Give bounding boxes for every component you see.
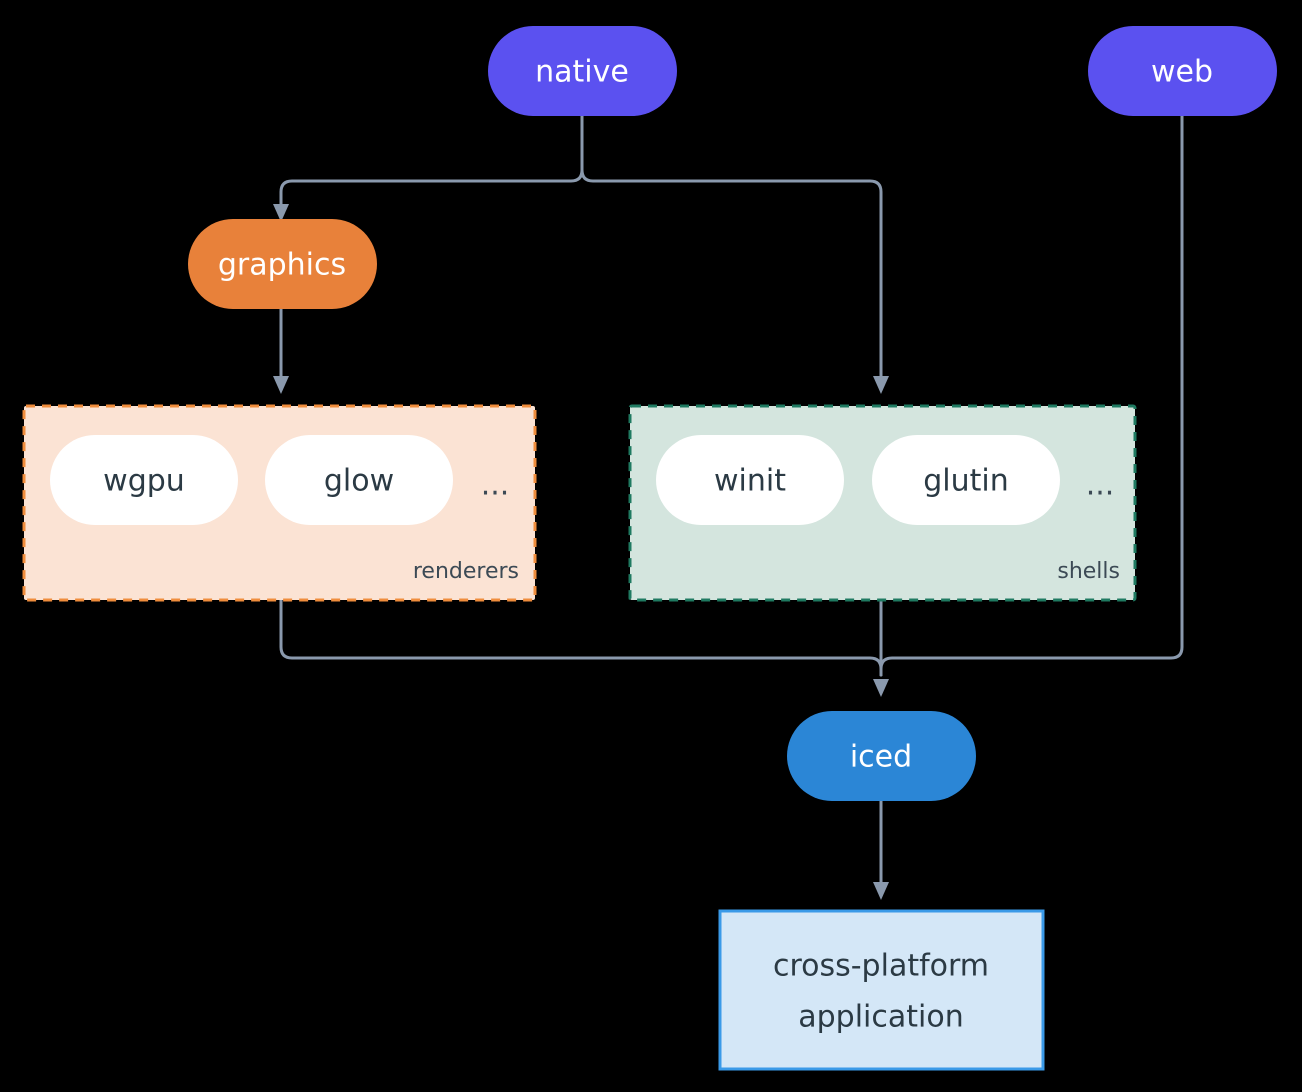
node-web[interactable]: web [1088, 26, 1277, 116]
renderers-ellipsis: ... [481, 468, 510, 503]
node-graphics-label: graphics [218, 248, 346, 283]
edge-native-to-split [279, 114, 584, 210]
cluster-shells: winit glutin ... shells [628, 404, 1137, 602]
node-glutin-shape [872, 435, 1060, 525]
node-application-label-line1: cross-platform [773, 949, 989, 984]
node-glutin[interactable]: glutin [872, 435, 1060, 525]
node-winit[interactable]: winit [656, 435, 844, 525]
node-glow-shape [265, 435, 453, 525]
node-iced[interactable]: iced [787, 711, 976, 801]
node-application-label-line2: application [798, 1000, 963, 1035]
edge-merge-to-iced-arrowhead [873, 679, 889, 697]
node-native-label: native [535, 55, 629, 90]
cluster-renderers: wgpu glow ... renderers [22, 404, 537, 602]
node-glow[interactable]: glow [265, 435, 453, 525]
node-graphics-shape [188, 219, 377, 309]
node-iced-label: iced [850, 740, 912, 775]
edge-renderers-to-iced [279, 598, 883, 677]
node-wgpu-shape [50, 435, 238, 525]
edge-iced-to-application-arrowhead [873, 882, 889, 900]
node-application[interactable]: cross-platform application [718, 909, 1045, 1071]
node-web-label: web [1151, 55, 1213, 90]
node-wgpu[interactable]: wgpu [50, 435, 238, 525]
edge-native-to-graphics-arrowhead [273, 204, 289, 222]
node-iced-shape [787, 711, 976, 801]
node-winit-label: winit [714, 464, 786, 499]
node-winit-shape [656, 435, 844, 525]
edge-graphics-to-renderers-arrowhead [273, 376, 289, 394]
edge-layer [273, 114, 1184, 900]
node-web-shape [1088, 26, 1277, 116]
edge-native-to-shells [580, 168, 883, 380]
node-glutin-label: glutin [923, 464, 1009, 499]
node-native[interactable]: native [488, 26, 677, 116]
node-graphics[interactable]: graphics [188, 219, 377, 309]
node-glow-label: glow [324, 464, 394, 499]
cluster-shells-label: shells [1057, 559, 1120, 584]
node-wgpu-label: wgpu [103, 464, 185, 499]
shells-ellipsis: ... [1086, 468, 1115, 503]
cluster-renderers-label: renderers [413, 559, 519, 584]
edge-native-to-shells-arrowhead [873, 376, 889, 394]
node-application-shape [718, 909, 1045, 1071]
node-native-shape [488, 26, 677, 116]
edge-web-to-iced [879, 114, 1184, 677]
